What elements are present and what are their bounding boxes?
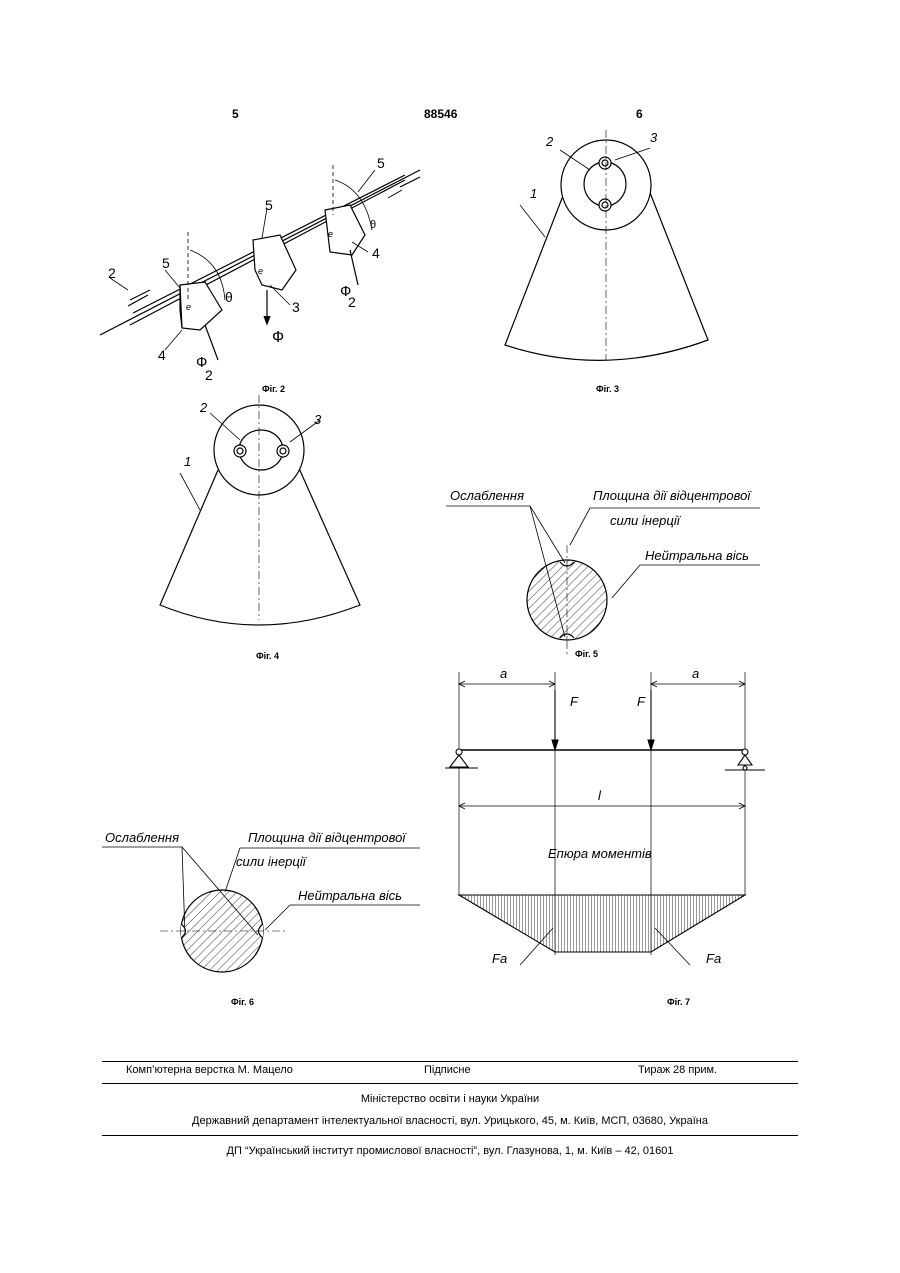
- fig7-F-right: F: [637, 694, 646, 709]
- fig3-label: 3: [650, 130, 658, 145]
- footer-institute: ДП “Український інститут промислової вла…: [0, 1145, 900, 1157]
- fig2-label: 4: [372, 245, 380, 261]
- footer-department: Державний департамент інтелектуальної вл…: [0, 1115, 900, 1127]
- fig2-label: 3: [292, 299, 300, 315]
- fig4-caption: Фіг. 4: [256, 651, 279, 661]
- fig7-l: l: [598, 788, 602, 803]
- footer-rule: [102, 1135, 798, 1136]
- fig5-plane: Площина дії відцентрової: [593, 488, 752, 503]
- fig2-label: e: [258, 266, 263, 276]
- fig5-drawing: [446, 506, 760, 655]
- fig2-caption: Фіг. 2: [262, 384, 285, 394]
- fig2-label: θ: [370, 219, 376, 231]
- fig2-label: 2: [205, 367, 213, 383]
- fig6-plane-cont: сили інерції: [236, 854, 308, 869]
- fig7-a-left: a: [500, 666, 507, 681]
- fig2-label: e: [328, 229, 333, 239]
- fig2-label: 2: [108, 265, 116, 281]
- fig2-label: 5: [377, 155, 385, 171]
- fig2-label: e: [186, 302, 191, 312]
- fig3-label: 2: [545, 134, 554, 149]
- fig4-label: 2: [199, 400, 208, 415]
- fig6-labels: Ослаблення Площина дії відцентрової сили…: [105, 830, 407, 903]
- fig3-label: 1: [530, 186, 537, 201]
- fig4-label: 3: [314, 412, 322, 427]
- fig5-axis: Нейтральна вісь: [645, 548, 749, 563]
- fig6-axis: Нейтральна вісь: [298, 888, 402, 903]
- footer-signed: Підписне: [424, 1064, 471, 1076]
- fig3-drawing: [505, 130, 708, 360]
- footer-rule: [102, 1083, 798, 1084]
- fig7-drawing: [445, 672, 765, 965]
- fig5-labels: Ослаблення Площина дії відцентрової сили…: [450, 488, 752, 563]
- fig6-plane: Площина дії відцентрової: [248, 830, 407, 845]
- fig2-drawing: [100, 165, 420, 360]
- fig7-moments: Епюра моментів: [548, 846, 652, 861]
- fig7-a-right: a: [692, 666, 699, 681]
- footer-rule: [102, 1061, 798, 1062]
- fig2-label: θ: [225, 289, 233, 305]
- fig5-weak: Ослаблення: [450, 488, 524, 503]
- footer-copies: Тираж 28 прим.: [638, 1064, 717, 1076]
- fig2-label: 5: [162, 255, 170, 271]
- fig7-caption: Фіг. 7: [667, 997, 690, 1007]
- fig6-weak: Ослаблення: [105, 830, 179, 845]
- fig2-label: Ф: [272, 329, 284, 346]
- fig5-plane-cont: сили інерції: [610, 513, 682, 528]
- fig7-F-left: F: [570, 694, 579, 709]
- fig7-Fa-left: Fa: [492, 951, 507, 966]
- fig4-drawing: [160, 395, 360, 625]
- fig6-caption: Фіг. 6: [231, 997, 254, 1007]
- fig4-label: 1: [184, 454, 191, 469]
- fig2-label: 2: [348, 294, 356, 310]
- footer-layout: Комп’ютерна верстка М. Мацело: [126, 1064, 293, 1076]
- fig2-labels: 2 5 5 5 4 3 4 e e e θ θ Ф Ф Ф 2 2: [108, 155, 385, 383]
- fig3-caption: Фіг. 3: [596, 384, 619, 394]
- fig7-Fa-right: Fa: [706, 951, 721, 966]
- fig2-label: 5: [265, 197, 273, 213]
- fig5-caption: Фіг. 5: [575, 649, 598, 659]
- footer-ministry: Міністерство освіти і науки України: [0, 1093, 900, 1105]
- fig2-label: 4: [158, 347, 166, 363]
